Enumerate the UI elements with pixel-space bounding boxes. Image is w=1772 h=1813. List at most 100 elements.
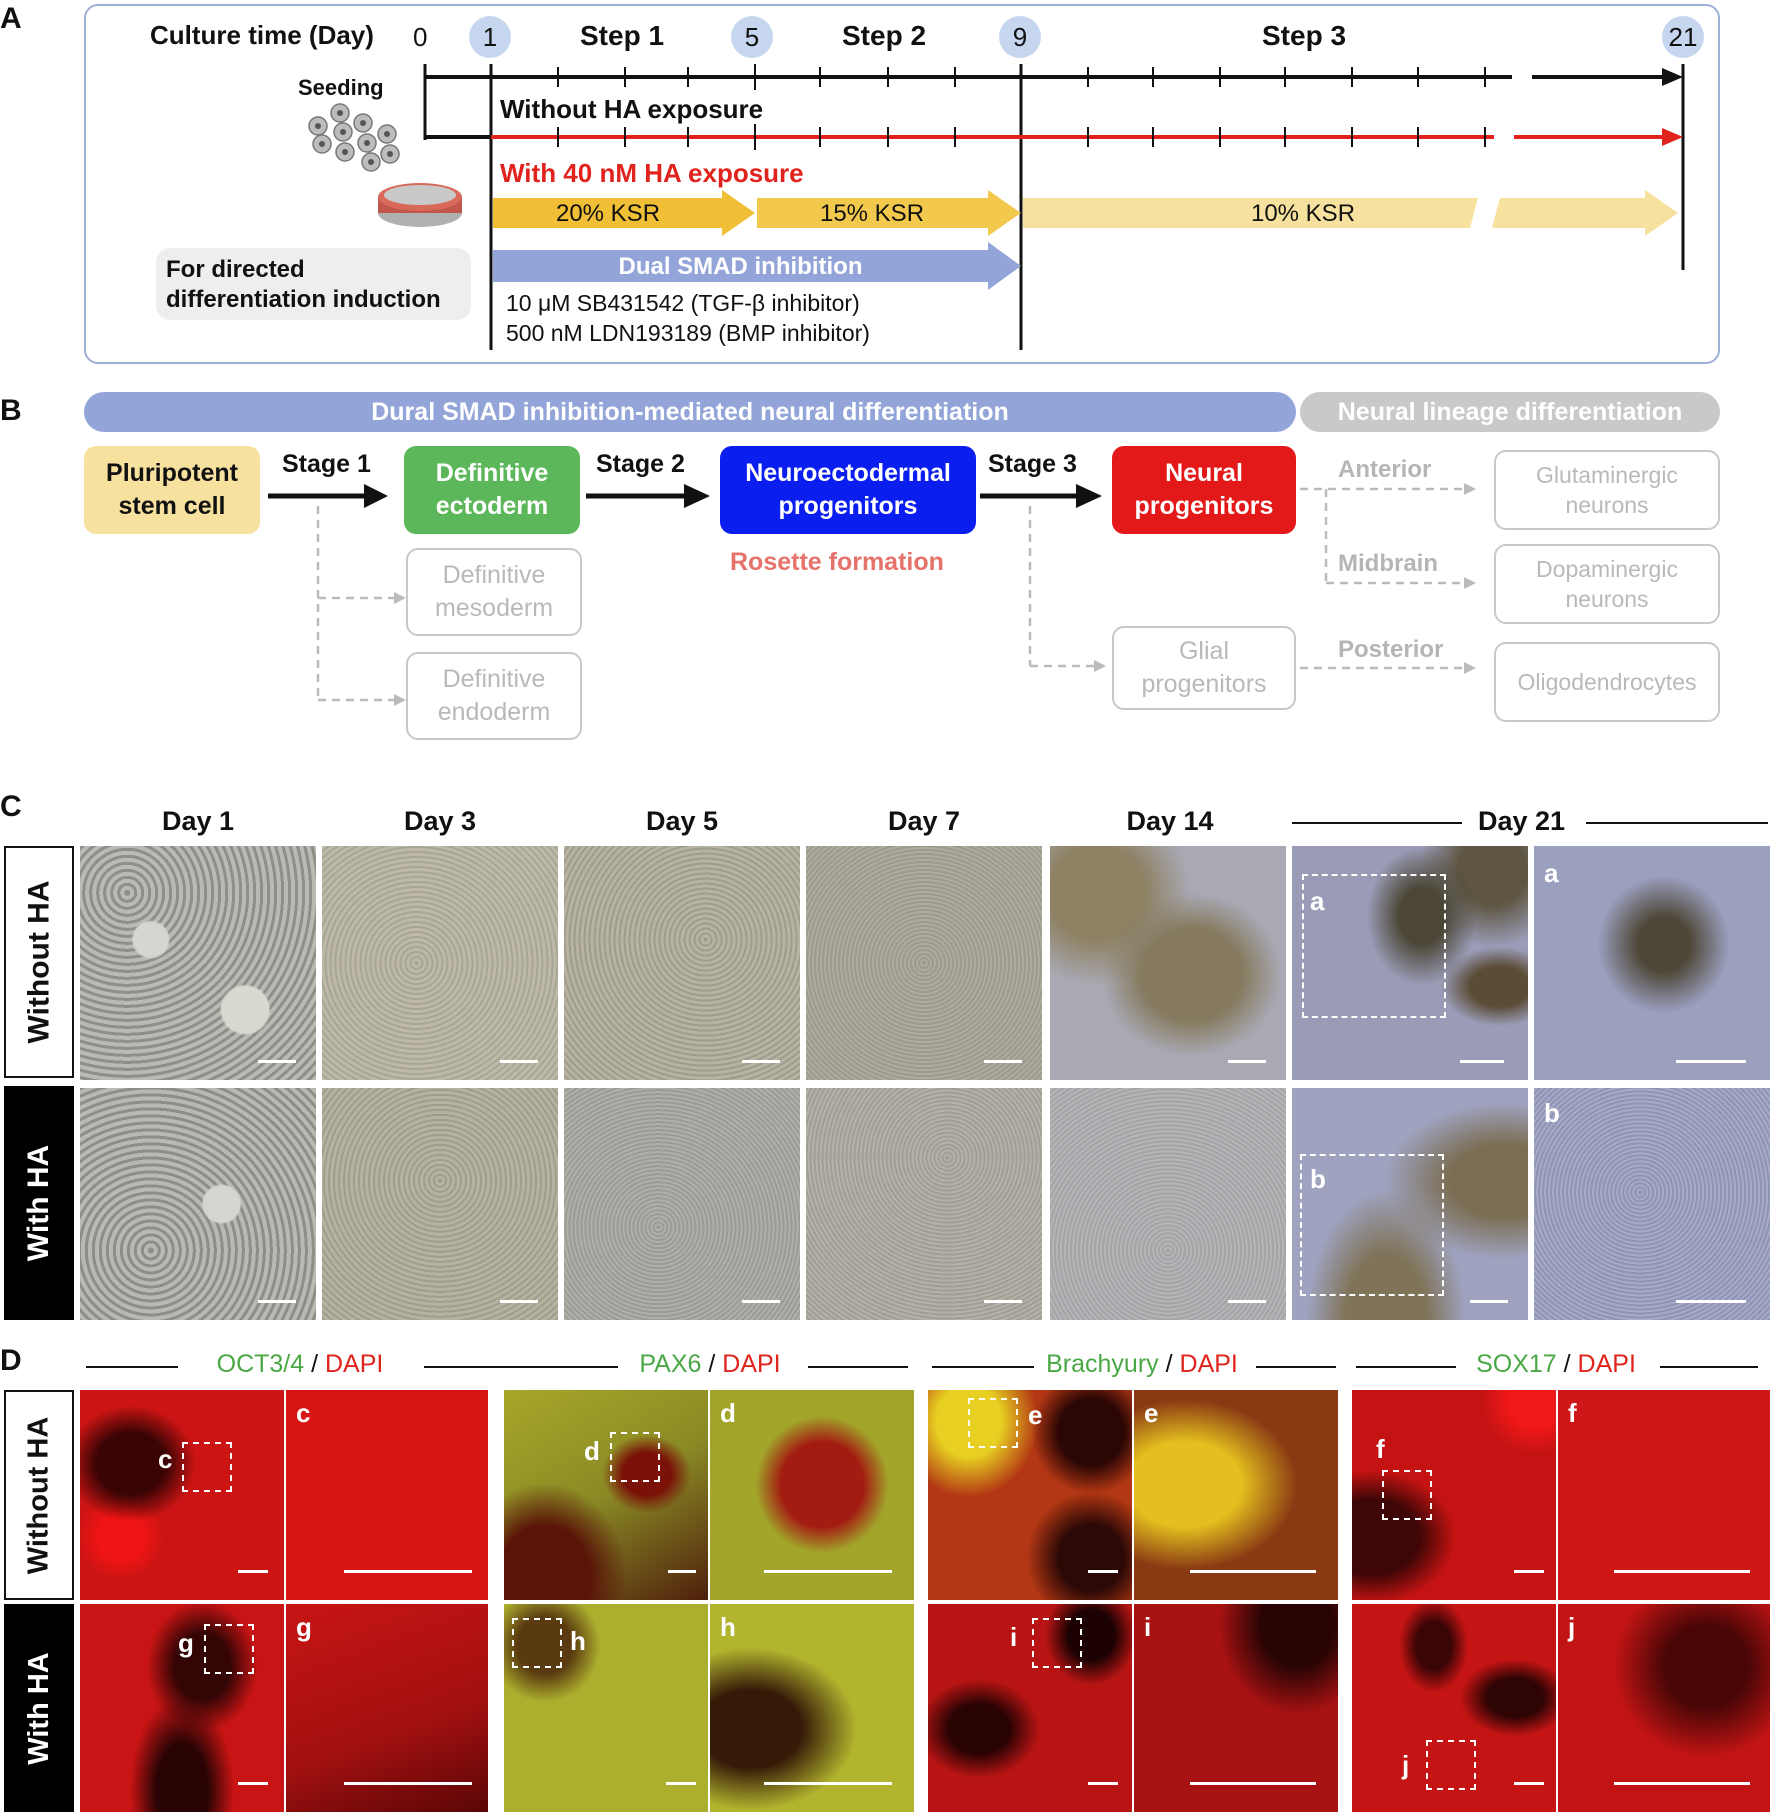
row-label-without-ha-d: Without HA (4, 1390, 74, 1600)
scale-bar (1190, 1782, 1316, 1785)
inset-label-h: h (720, 1612, 736, 1642)
inset-label-j: j (1402, 1750, 1410, 1780)
dapi-label: DAPI (722, 1350, 781, 1378)
day-14-header: Day 14 (1126, 806, 1214, 836)
glial-progenitors-box: Glial progenitors (1112, 626, 1296, 710)
marker-brachyury: Brachyury (1046, 1350, 1159, 1378)
definitive-endoderm-box: Definitive endoderm (406, 652, 582, 740)
directed-line-1: For directed (166, 256, 305, 283)
sox17-rule-left (1356, 1366, 1456, 1368)
dopa-line-1: Dopaminergic (1536, 556, 1678, 582)
midbrain-label: Midbrain (1338, 550, 1438, 577)
dapi-label: DAPI (1577, 1350, 1636, 1378)
step-3-label: Step 3 (1262, 20, 1347, 51)
fluor-oct34-without: c (80, 1390, 284, 1600)
stage-3-label: Stage 3 (988, 450, 1077, 478)
brightfield-with-day1 (80, 1088, 316, 1320)
scale-bar (1088, 1570, 1118, 1573)
directed-line-2: differentiation induction (166, 286, 441, 313)
oligodendrocytes-box: Oligodendrocytes (1494, 642, 1720, 722)
separator: / (1556, 1350, 1578, 1378)
glial-line-1: Glial (1178, 637, 1229, 665)
row-label-text: Without HA (22, 1416, 55, 1574)
fluor-brachyury-without-zoom: e (1134, 1390, 1338, 1600)
culture-time-label: Culture time (Day) (150, 20, 374, 50)
row-label-text: Without HA (22, 880, 56, 1044)
inset-box-b (1300, 1154, 1444, 1296)
inset-box-f (1382, 1470, 1432, 1520)
day-21-rule-left (1292, 822, 1462, 824)
definitive-mesoderm-box: Definitive mesoderm (406, 548, 582, 636)
day-9-marker: 9 (999, 16, 1041, 58)
panel-letter-a: A (0, 2, 22, 35)
inset-label-j: j (1568, 1612, 1576, 1642)
ecto-line-2: ectoderm (435, 492, 549, 520)
inset-box-d (610, 1432, 660, 1482)
dapi-label: DAPI (1179, 1350, 1238, 1378)
step-1-label: Step 1 (580, 20, 665, 51)
fluor-sox17-without: f (1352, 1390, 1556, 1600)
row-label-with-ha-d: With HA (4, 1604, 74, 1812)
scale-bar (1228, 1300, 1266, 1303)
glut-line-2: neurons (1565, 492, 1649, 518)
inset-label-c: c (158, 1444, 173, 1474)
scale-bar (238, 1570, 268, 1573)
inset-box-g (204, 1624, 254, 1674)
fluor-oct34-without-zoom: c (286, 1390, 488, 1600)
rosette-formation-label: Rosette formation (730, 548, 944, 576)
day-7-header: Day 7 (887, 806, 961, 836)
glial-line-2: progenitors (1141, 670, 1267, 698)
marker-oct34: OCT3/4 (216, 1350, 305, 1378)
inset-label-b: b (1310, 1164, 1326, 1194)
scale-bar (1614, 1570, 1750, 1573)
neuro-line-1: Neuroectodermal (745, 459, 951, 487)
ecto-line-1: Definitive (435, 459, 549, 487)
fluor-brachyury-with-zoom: i (1134, 1604, 1338, 1812)
psc-line-1: Pluripotent (106, 459, 238, 487)
sox17-header: SOX17 / DAPI (1458, 1350, 1654, 1379)
scale-bar (1470, 1300, 1508, 1303)
fluor-pax6-with: h (504, 1604, 708, 1812)
day-21-header: Day 21 (1478, 806, 1566, 836)
dual-smad-label: Dual SMAD inhibition (618, 253, 863, 280)
brightfield-with-day14 (1050, 1088, 1286, 1320)
psc-line-2: stem cell (118, 492, 226, 520)
scale-bar (344, 1570, 472, 1573)
scale-bar (258, 1060, 296, 1063)
scale-bar (1514, 1570, 1544, 1573)
inset-label-h: h (570, 1626, 586, 1656)
brightfield-without-day14 (1050, 846, 1286, 1080)
scale-bar (344, 1782, 472, 1785)
scale-bar (984, 1300, 1022, 1303)
fluor-sox17-without-zoom: f (1558, 1390, 1770, 1600)
scale-bar (668, 1570, 696, 1573)
brachyury-rule-right (1256, 1366, 1336, 1368)
meso-line-1: Definitive (442, 561, 546, 589)
brightfield-with-day5 (564, 1088, 800, 1320)
day-5-header: Day 5 (645, 806, 719, 836)
day-3-header: Day 3 (403, 806, 477, 836)
banner-lineage: Neural lineage differentiation (1300, 392, 1720, 432)
day-0-label: 0 (413, 22, 428, 52)
anterior-label: Anterior (1338, 456, 1432, 483)
definitive-ectoderm-box: Definitive ectoderm (404, 446, 580, 534)
glutaminergic-neurons-box: Glutaminergic neurons (1494, 450, 1720, 530)
fluor-sox17-with-zoom: j (1558, 1604, 1770, 1812)
brightfield-with-day3 (322, 1088, 558, 1320)
inset-label-f: f (1568, 1398, 1577, 1428)
posterior-label: Posterior (1338, 636, 1444, 663)
panel-letter-c: C (0, 790, 22, 823)
pluripotent-stem-cell-box: Pluripotent stem cell (84, 446, 260, 534)
brachyury-rule-left (932, 1366, 1034, 1368)
scale-bar (1614, 1782, 1750, 1785)
separator: / (701, 1350, 723, 1378)
fluor-brachyury-without: e (928, 1390, 1132, 1600)
fluor-brachyury-with: i (928, 1604, 1132, 1812)
row-label-without-ha-c: Without HA (4, 846, 74, 1078)
banner-neural-differentiation: Dural SMAD inhibition-mediated neural di… (84, 392, 1296, 432)
pax6-rule-left (508, 1366, 618, 1368)
panel-letter-d: D (0, 1344, 22, 1377)
inset-label-d: d (584, 1436, 600, 1466)
day-21-rule-right (1586, 822, 1768, 824)
with-ha-exposure-label: With 40 nM HA exposure (500, 158, 804, 188)
